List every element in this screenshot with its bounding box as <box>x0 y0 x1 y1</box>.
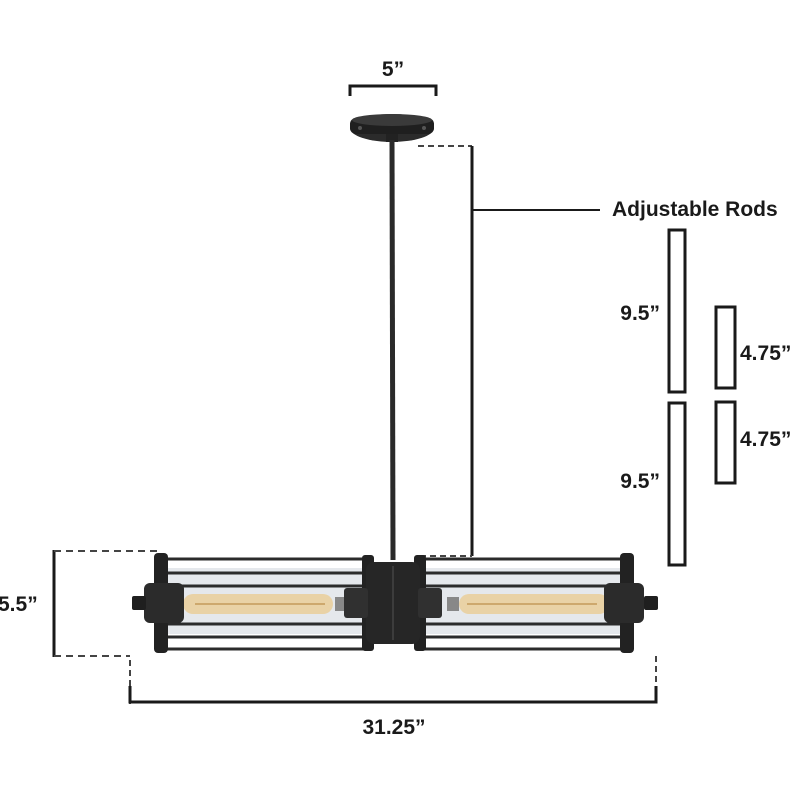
overall-height-bracket: Adjustable Rods <box>418 145 778 557</box>
canopy-width-dimension: 5” <box>348 58 438 96</box>
tubular-edison-bulb-icon <box>447 594 609 614</box>
fixture-length-dimension: 31.25” <box>128 656 658 739</box>
rod-long-1-label: 9.5” <box>620 302 660 325</box>
stem-rod <box>389 139 396 561</box>
fixture-length-label: 31.25” <box>362 716 425 739</box>
rod-long-1: 9.5” <box>620 228 687 394</box>
rod-short-2-label: 4.75” <box>740 428 791 451</box>
fixture-height-bracket: 5.5” <box>0 550 162 657</box>
rod-short-1: 4.75” <box>714 305 791 390</box>
canopy-width-label: 5” <box>382 58 404 81</box>
canopy <box>350 114 434 142</box>
adjustable-rods-label: Adjustable Rods <box>612 198 778 221</box>
tubular-edison-bulb-icon <box>183 594 347 614</box>
rod-long-2: 9.5” <box>620 401 687 567</box>
fixture-height-label: 5.5” <box>0 593 38 616</box>
linear-cage-pendant-icon <box>132 553 658 653</box>
rod-short-2: 4.75” <box>714 400 791 485</box>
rod-short-1-label: 4.75” <box>740 342 791 365</box>
rod-long-2-label: 9.5” <box>620 470 660 493</box>
